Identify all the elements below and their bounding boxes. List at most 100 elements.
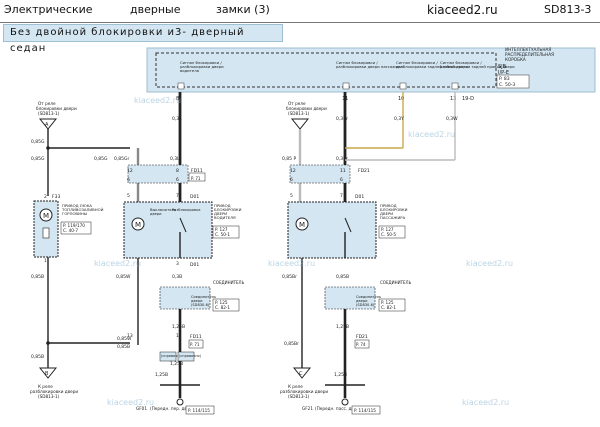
fuel-flap-section: От реле блокировки двери (SD813-1) A 0,8… (30, 101, 130, 399)
passenger-actuator-title-1: ПРИВОД (380, 203, 397, 208)
mid1-wire-1: 0,3L (172, 116, 182, 122)
mid1-bottom-note-1: (справочно) (161, 354, 184, 358)
mid1-wire-8: 1,25B (170, 361, 183, 367)
right-conn-d: D01 (355, 194, 364, 200)
right-conn-bottom: FD21 (356, 334, 368, 340)
header-title-word-2: дверные (130, 3, 181, 16)
mid1-wire-6: 1,25B (172, 324, 185, 330)
left-flag-b: B (45, 371, 49, 377)
right-joint-ref-1: P. 125 (381, 300, 394, 305)
left-pin-1: 1 (44, 258, 47, 264)
far-right-wire-2: 0,3W (446, 116, 458, 122)
left-flag-a: A (45, 122, 49, 128)
left-wire-3: 0,85G (94, 156, 108, 162)
left-wire-2: 0,85G (31, 156, 45, 162)
joint-label-3: (SD830-6) (191, 303, 210, 307)
left-from-label-2: блокировки двери (36, 106, 77, 111)
right-ref-bottom: P. 74 (356, 342, 366, 347)
driver-actuator-ref-1: P. 127 (215, 227, 228, 232)
right-joint-label-1: Соединитель (356, 295, 381, 299)
watermark-6: kiaceed2.ru (107, 398, 154, 407)
sjb-ref-1: P. 83 (499, 76, 510, 82)
mid1-pin-right-3: 7 (176, 193, 179, 199)
mid1-pin-right-1: 8 (176, 168, 179, 174)
driver-motor-label: Разблокировка (172, 208, 200, 212)
right-ground-label-1: GF21 (302, 406, 313, 411)
left-to-label-3: (SD813-1) (38, 394, 60, 399)
rear-door-wires: 0,3Y 0,3W (345, 92, 458, 161)
watermark-1: kiaceed2.ru (134, 96, 181, 105)
sjb-pin-8: 8 (176, 96, 179, 102)
right-conn-fd: FD21 (358, 168, 370, 174)
mid1-pin-left-3: 5 (127, 193, 130, 199)
header-code: SD813-3 (544, 3, 592, 16)
sjb-signal-3-l2: разблокировки задней левой двери (396, 64, 469, 69)
mid1-conn-d2: D01 (190, 262, 199, 268)
right-pin-right-1: 11 (340, 168, 346, 174)
sjb-signal-3-l1: Сигнал блокировки / (396, 60, 438, 65)
mid1-conn-bottom: FD11 (190, 334, 202, 340)
mid1-wire-2: 0,85Gr (114, 156, 130, 162)
sjb-name-line-1: ИНТЕЛЛЕКТУАЛЬНАЯ (505, 47, 551, 52)
right-pin-left-2: 6 (290, 177, 293, 183)
driver-motor-symbol: M (135, 221, 141, 229)
right-from-label-3: (SD813-1) (288, 111, 310, 116)
mid1-pin-left-1: 12 (127, 168, 133, 174)
passenger-actuator-title-3: ДВЕРИ (380, 211, 393, 216)
left-from-label-1: От реле (38, 101, 56, 106)
right-ground-label-2: (Передн. пасс. дверь) (315, 406, 364, 411)
diagram-subtitle: Без двойной блокировки и3- дверный седан (3, 24, 283, 54)
sjb-pin-id: I/P-E (498, 70, 509, 76)
sjb-signal-2-l1: Сигнал блокировки / (336, 60, 378, 65)
driver-switch-label-1: Выключатель (150, 208, 176, 212)
far-right-wire-1: 0,3Y (394, 116, 404, 122)
right-wire-5: 0,85B (336, 274, 349, 280)
right-joint-ref-2: C. 82-1 (381, 305, 396, 310)
sjb-signal-1-l3: водителя (180, 68, 199, 73)
sjb-name-line-2: РАСПРЕДЕЛИТЕЛЬНАЯ (505, 52, 554, 57)
driver-actuator-title-4: ВОДИТЕЛЯ (214, 215, 236, 220)
left-connector: F33 (52, 194, 60, 200)
mid1-ref-bottom: P. 71 (190, 342, 200, 347)
watermark-4: kiaceed2.ru (466, 259, 513, 268)
right-to-label-2: разблокировки двери (280, 389, 328, 394)
right-wire-3: 0,3Br (336, 156, 348, 162)
mid1-wire-3: 0,3L (170, 156, 180, 162)
passenger-door-section: От реле блокировки двери (SD813-1) 0,3Br… (280, 92, 412, 415)
sjb-signal-4-l1: Сигнал блокировки / (440, 60, 482, 65)
mid1-conn-fd: FD11 (191, 168, 203, 174)
fuel-motor-symbol: M (43, 212, 49, 220)
right-wire-7: 0,85Br (284, 341, 299, 347)
left-wire-6: 0,85B (117, 344, 130, 350)
right-joint-label-2: двери (356, 299, 368, 303)
right-pin-left-1: 12 (290, 168, 296, 174)
joint-ref-1: P. 125 (215, 300, 228, 305)
fuel-motor-title-3: ГОРЛОВИНЫ (62, 211, 87, 216)
sjb-code: SJB (498, 64, 507, 70)
watermark-5: kiaceed2.ru (94, 259, 141, 268)
mid1-pin-right-2: 6 (176, 177, 179, 183)
right-joint-title: СОЕДИНИТЕЛЬ (380, 280, 412, 285)
fuel-motor-ref-1: P. 119/170 (63, 223, 85, 228)
header-title-word-3: замки (3) (216, 3, 270, 16)
sjb-pin-19d: 19-D (462, 96, 474, 102)
left-from-label-3: (SD813-1) (38, 111, 60, 116)
joint-label-1: Соединитель (191, 295, 216, 299)
left-wire-1: 0,85G (31, 139, 45, 145)
driver-switch-label-2: двери (150, 212, 162, 216)
right-wire-4: 0,85Br (282, 274, 297, 280)
driver-actuator-title-2: БЛОКИРОВКИ (214, 207, 242, 212)
fuel-motor-title-1: ПРИВОД ЛЮКА (62, 203, 92, 208)
right-to-label-3: (SD813-1) (288, 394, 310, 399)
ground-label-2: (Передн. пер. дверь) (150, 406, 197, 411)
right-pin-right-2: 6 (340, 177, 343, 183)
mid1-pin-left-2: 6 (127, 177, 130, 183)
right-ground-ref: P. 114/115 (354, 408, 376, 413)
mid1-wire-5: 0,3B (172, 274, 182, 280)
right-from-label-2: блокировки двери (286, 106, 327, 111)
right-pin-left-3: 5 (290, 193, 293, 199)
mid1-pin-left-5: 13 (127, 333, 133, 339)
sjb-ref-2: C. 50-3 (499, 82, 515, 88)
